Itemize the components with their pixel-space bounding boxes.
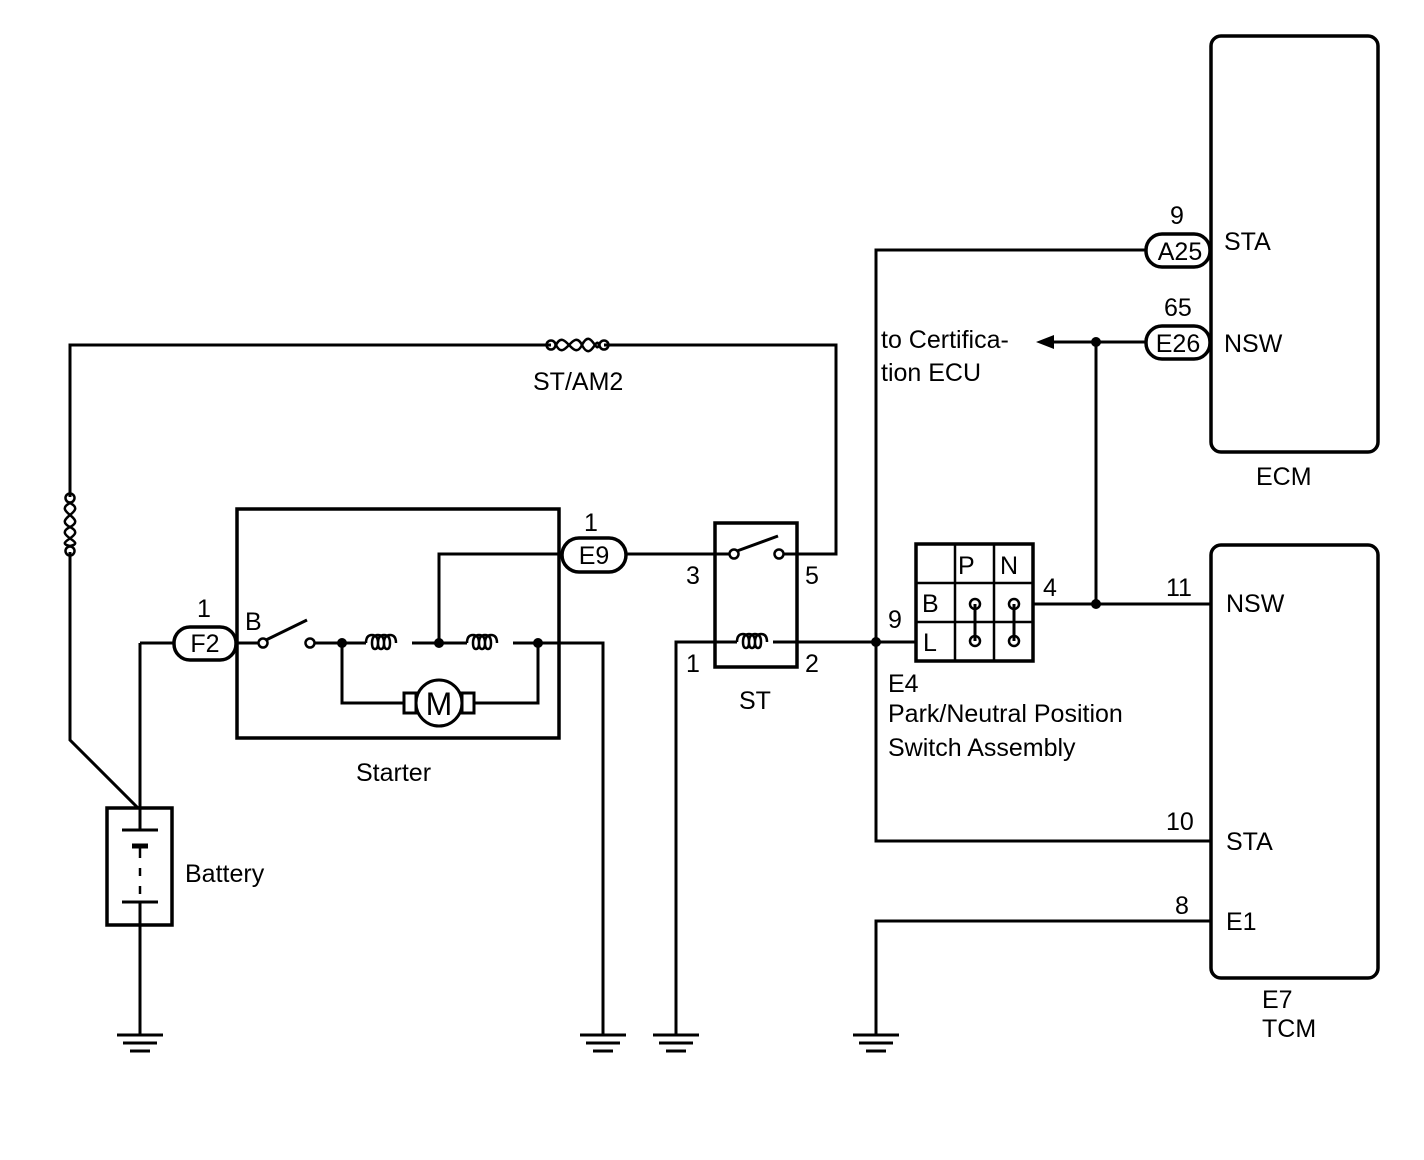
- fusible-link-icon: [63, 492, 77, 557]
- connector-f2: F2: [172, 625, 238, 662]
- tcm-pin-e1: 8: [1175, 892, 1189, 920]
- connector-e26-name: E26: [1156, 330, 1200, 358]
- tcm-id: E7: [1262, 986, 1293, 1014]
- ground-icon: [853, 1033, 899, 1053]
- pnp-switch-grid: [914, 542, 1035, 663]
- starter-box: [235, 507, 561, 740]
- ground-icon: [117, 1033, 163, 1053]
- pnp-col-p: P: [958, 552, 975, 580]
- coil-icon: [364, 633, 398, 651]
- starter-label: Starter: [356, 759, 431, 787]
- relay-pin-5: 5: [805, 562, 819, 590]
- battery-label: Battery: [185, 860, 265, 888]
- relay-coil-icon: [715, 632, 797, 650]
- ecm-label: ECM: [1256, 463, 1312, 491]
- relay-switch-icon: [715, 534, 797, 560]
- arrow-left-icon: [1036, 335, 1054, 349]
- tcm-term-nsw: NSW: [1226, 590, 1285, 618]
- ecm-term-sta: STA: [1224, 228, 1271, 256]
- ground-icon: [580, 1033, 626, 1053]
- tcm-pin-nsw: 11: [1166, 574, 1192, 602]
- tcm-label: TCM: [1262, 1015, 1316, 1043]
- connector-e9-pin: 1: [584, 509, 598, 537]
- pnp-pin-4: 4: [1043, 574, 1057, 602]
- connector-e9: E9: [560, 536, 628, 574]
- coil-icon: [465, 633, 499, 651]
- ecm-pin-sta: 9: [1170, 202, 1184, 230]
- connector-f2-name: F2: [190, 630, 219, 658]
- pnp-pin-9: 9: [888, 606, 902, 634]
- pnp-id: E4: [888, 670, 919, 698]
- st-relay-label: ST: [739, 687, 771, 715]
- fuse-loop-wires: [68, 343, 838, 810]
- connector-a25-name: A25: [1158, 238, 1202, 266]
- connector-f2-pin: 1: [197, 595, 211, 623]
- cert-ecu-note-line1: to Certifica-: [881, 326, 1009, 354]
- pnp-row-b: B: [922, 590, 939, 618]
- connector-e26: E26: [1144, 324, 1212, 361]
- pnp-name-line2: Switch Assembly: [888, 734, 1076, 762]
- tcm-box: [1209, 543, 1380, 980]
- pnp-name-line1: Park/Neutral Position: [888, 700, 1123, 728]
- connector-a25: A25: [1144, 232, 1212, 269]
- pnp-row-l: L: [923, 629, 937, 657]
- st-am2-fuse-icon: [545, 337, 610, 353]
- battery-icon: [105, 806, 174, 927]
- battery-wires: [138, 641, 174, 1035]
- pnp-col-n: N: [1000, 552, 1018, 580]
- connector-e9-name: E9: [579, 542, 610, 570]
- relay-pin-3: 3: [686, 562, 700, 590]
- starter-internal-wiring: [236, 552, 605, 1035]
- fuse-label: ST/AM2: [533, 368, 623, 396]
- ground-icon: [653, 1033, 699, 1053]
- ecm-box: [1209, 34, 1380, 454]
- ecm-pin-nsw: 65: [1164, 294, 1192, 322]
- motor-label: M: [426, 686, 453, 722]
- tcm-term-e1: E1: [1226, 908, 1257, 936]
- cert-ecu-note-line2: tion ECU: [881, 359, 981, 387]
- ecm-term-nsw: NSW: [1224, 330, 1283, 358]
- tcm-term-sta: STA: [1226, 828, 1273, 856]
- relay-ground-wire: [674, 640, 715, 1035]
- relay-pin-1: 1: [686, 650, 700, 678]
- starter-terminal-b: B: [245, 608, 262, 636]
- relay-pin-2: 2: [805, 650, 819, 678]
- tcm-pin-sta: 10: [1166, 808, 1194, 836]
- motor-icon: M: [402, 678, 476, 728]
- signal-wires: [797, 248, 1212, 1035]
